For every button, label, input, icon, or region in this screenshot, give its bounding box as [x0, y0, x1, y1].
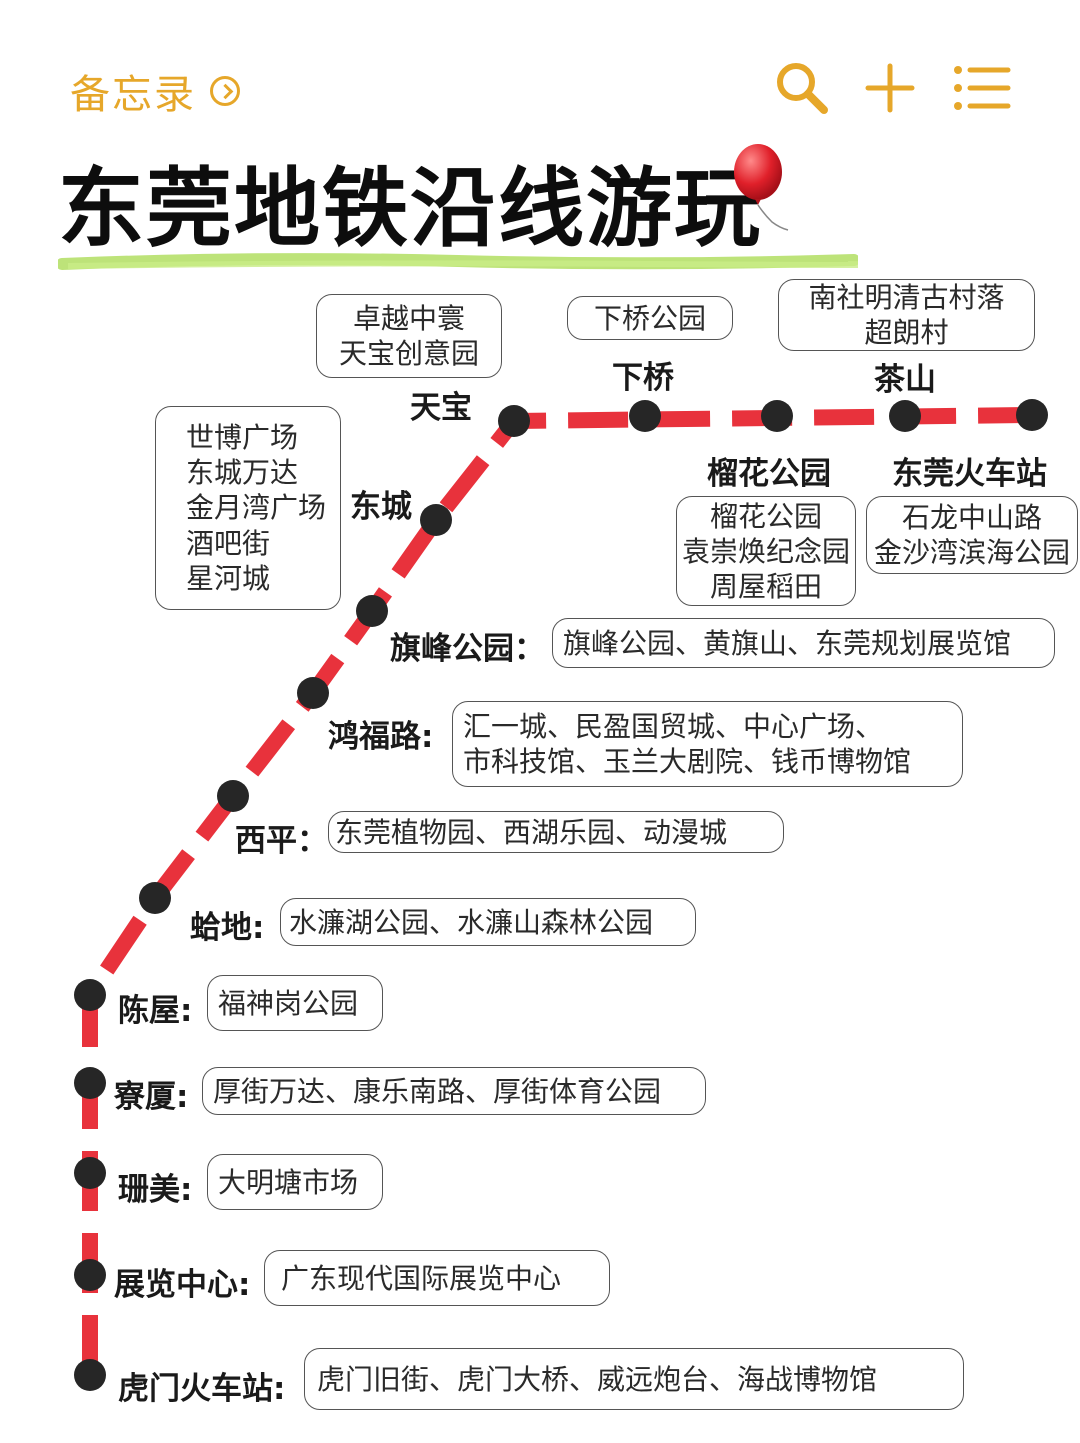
station-dot-zhanlan: [74, 1259, 106, 1291]
station-label-hongfu: 鸿福路:: [328, 719, 434, 755]
station-dot-chenwu: [74, 979, 106, 1011]
attraction-text: 金月湾广场: [186, 491, 327, 525]
plus-icon[interactable]: [860, 58, 920, 118]
station-dot-liuhua: [761, 400, 793, 432]
attraction-text: 福神岗公园: [218, 986, 359, 1020]
attraction-text: 榴花公园: [709, 499, 822, 533]
search-icon[interactable]: [772, 58, 832, 118]
attraction-text: 石龙中山路: [901, 501, 1042, 534]
attraction-text: 东城万达: [186, 456, 299, 490]
station-dot-xiping: [217, 780, 249, 812]
station-label-zhanlan: 展览中心:: [114, 1267, 251, 1303]
station-label-xiping: 西平：: [235, 823, 328, 859]
attraction-box-chenwu: 福神岗公园: [207, 975, 383, 1031]
attraction-box-liuhua: 榴花公园 袁崇焕纪念园 周屋稻田: [676, 496, 856, 606]
attraction-text: 旗峰公园、黄旗山、东莞规划展览馆: [563, 626, 1012, 660]
balloon-icon: [734, 144, 789, 231]
attraction-box-shanmei: 大明塘市场: [207, 1154, 383, 1210]
attraction-text: 东莞植物园、西湖乐园、动漫城: [335, 815, 728, 849]
attraction-text: 酒吧街: [186, 526, 271, 560]
back-to-notes-link[interactable]: 备忘录: [70, 62, 240, 120]
station-dot-gedi: [139, 882, 171, 914]
attraction-box-dongguan-station: 石龙中山路 金沙湾滨海公园: [866, 496, 1078, 574]
station-label-liaoxia: 寮厦:: [114, 1079, 189, 1115]
station-dot-liaoxia: [74, 1067, 106, 1099]
attraction-box-zhanlan: 广东现代国际展览中心: [264, 1250, 610, 1306]
attraction-box-tianbao: 卓越中寰 天宝创意园: [316, 294, 502, 378]
attraction-text: 广东现代国际展览中心: [281, 1261, 562, 1295]
top-bar: 备忘录: [0, 0, 1080, 130]
attraction-text: 下桥公园: [593, 301, 706, 335]
station-label-shanmei: 珊美:: [118, 1172, 193, 1208]
attraction-text: 卓越中寰: [352, 302, 465, 335]
station-label-humen: 虎门火车站:: [118, 1371, 286, 1407]
attraction-text: 市科技馆、玉兰大剧院、钱币博物馆: [463, 745, 912, 778]
attraction-text: 周屋稻田: [709, 569, 822, 603]
station-label-qifeng: 旗峰公园：: [390, 631, 545, 667]
attraction-text: 厚街万达、康乐南路、厚街体育公园: [213, 1074, 662, 1108]
attraction-box-qifeng: 旗峰公园、黄旗山、东莞规划展览馆: [552, 618, 1055, 668]
station-label-tianbao: 天宝: [410, 390, 472, 426]
attraction-box-xiaqiao: 下桥公园: [567, 296, 733, 340]
attraction-text: 世博广场: [186, 420, 299, 454]
station-label-dongcheng: 东城: [350, 489, 412, 525]
attraction-box-gedi: 水濂湖公园、水濂山森林公园: [280, 898, 696, 946]
station-dot-humen: [74, 1359, 106, 1391]
attraction-box-xiping: 东莞植物园、西湖乐园、动漫城: [328, 811, 784, 853]
attraction-text: 汇一城、民盈国贸城、中心广场、: [463, 710, 884, 743]
station-label-liuhua: 榴花公园: [707, 456, 831, 492]
attraction-box-hongfu: 汇一城、民盈国贸城、中心广场、 市科技馆、玉兰大剧院、钱币博物馆: [452, 701, 963, 787]
attraction-text: 超朗村: [864, 316, 949, 349]
station-dot-chashan: [889, 400, 921, 432]
attraction-text: 金沙湾滨海公园: [873, 536, 1070, 569]
station-label-chenwu: 陈屋:: [118, 993, 193, 1029]
station-dot-tianbao: [498, 405, 530, 437]
station-dot-dongcheng: [420, 504, 452, 536]
attraction-text: 水濂湖公园、水濂山森林公园: [289, 905, 654, 939]
attraction-text: 虎门旧街、虎门大桥、威远炮台、海战博物馆: [317, 1362, 878, 1396]
attraction-text: 大明塘市场: [218, 1165, 359, 1199]
station-dot-shanmei: [74, 1157, 106, 1189]
station-label-dongguan-station: 东莞火车站: [892, 456, 1047, 492]
back-label: 备忘录: [70, 72, 196, 118]
station-dot-hongfu: [297, 677, 329, 709]
highlight-underline: [58, 253, 858, 270]
attraction-box-dongcheng: 世博广场 东城万达 金月湾广场 酒吧街 星河城: [155, 406, 341, 610]
attraction-text: 袁崇焕纪念园: [681, 534, 850, 568]
attraction-text: 天宝创意园: [338, 337, 479, 370]
note-title: 东莞地铁沿线游玩: [58, 159, 762, 259]
station-label-gedi: 蛤地:: [190, 910, 265, 946]
chevron-right-circle-icon: [210, 76, 240, 106]
station-dot-dongguan-station: [1016, 399, 1048, 431]
station-label-chashan: 茶山: [874, 362, 936, 398]
attraction-text: 星河城: [186, 561, 271, 595]
attraction-text: 南社明清古村落: [808, 281, 1005, 314]
station-dot-qifeng: [356, 595, 388, 627]
list-icon[interactable]: [952, 58, 1012, 118]
station-label-xiaqiao: 下桥: [612, 360, 674, 396]
attraction-box-liaoxia: 厚街万达、康乐南路、厚街体育公园: [202, 1067, 706, 1115]
attraction-box-humen: 虎门旧街、虎门大桥、威远炮台、海战博物馆: [304, 1348, 964, 1410]
attraction-box-chashan: 南社明清古村落 超朗村: [778, 279, 1035, 351]
station-dot-xiaqiao: [629, 400, 661, 432]
